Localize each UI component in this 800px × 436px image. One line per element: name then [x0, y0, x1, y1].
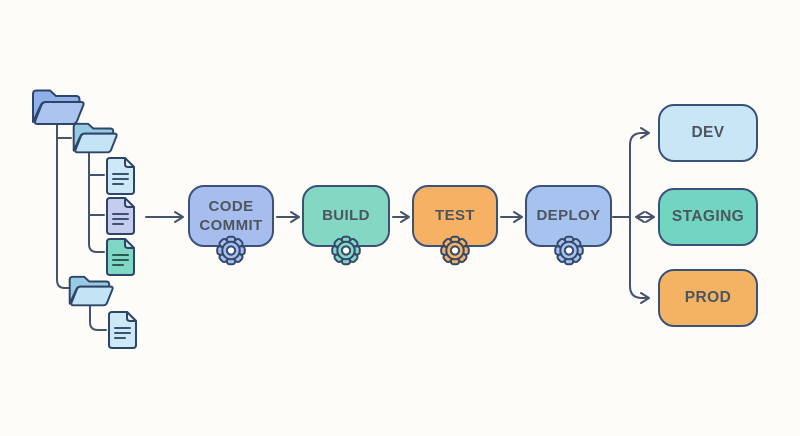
tree-connector-root-trunk: [56, 123, 71, 289]
gear-icon: [553, 235, 584, 266]
file-icon: [106, 238, 135, 276]
flow-arrow-tree-to-commit: [145, 211, 184, 223]
env-prod: PROD: [658, 269, 758, 327]
stage-label: CODE COMMIT: [199, 197, 263, 235]
env-label: STAGING: [671, 207, 745, 225]
env-label: DEV: [691, 123, 725, 141]
root-folder-icon: [32, 89, 85, 125]
branch-to-prod: [629, 216, 650, 304]
flow-arrow-commit-to-build: [276, 211, 300, 223]
sub-folder-icon: [68, 275, 114, 307]
stage-deploy: DEPLOY: [525, 185, 612, 266]
file-icon: [106, 197, 135, 235]
stage-build: BUILD: [302, 185, 390, 266]
env-dev: DEV: [658, 104, 758, 162]
tree-connector-file4: [89, 305, 107, 331]
file-fold: [126, 311, 137, 322]
stage-label: BUILD: [322, 207, 370, 225]
file-fold: [124, 197, 135, 208]
file-fold: [124, 157, 135, 168]
env-staging: STAGING: [658, 188, 758, 246]
file-text-lines: [112, 254, 129, 266]
gear-icon: [331, 235, 361, 266]
stage-test: TEST: [412, 185, 498, 266]
gear-icon: [440, 235, 470, 266]
file-icon: [108, 311, 137, 349]
stage-label: TEST: [435, 207, 475, 225]
file-icon: [106, 157, 135, 195]
branch-to-staging: [635, 211, 655, 223]
folder-front: [74, 132, 118, 154]
env-label: PROD: [684, 288, 732, 306]
file-text-lines: [112, 213, 129, 225]
stage-code-commit: CODE COMMIT: [188, 185, 274, 266]
tree-connector-folder1-trunk: [88, 149, 105, 253]
stage-label: DEPLOY: [536, 207, 601, 225]
file-text-lines: [114, 327, 131, 339]
file-fold: [124, 238, 135, 249]
flow-arrow-test-to-deploy: [500, 211, 523, 223]
file-text-lines: [112, 173, 129, 185]
flow-arrow-build-to-test: [392, 211, 410, 223]
gear-icon: [216, 235, 246, 266]
folder-front: [33, 101, 85, 125]
sub-folder-icon: [72, 122, 118, 154]
branch-to-dev: [629, 127, 650, 218]
folder-front: [70, 285, 114, 307]
